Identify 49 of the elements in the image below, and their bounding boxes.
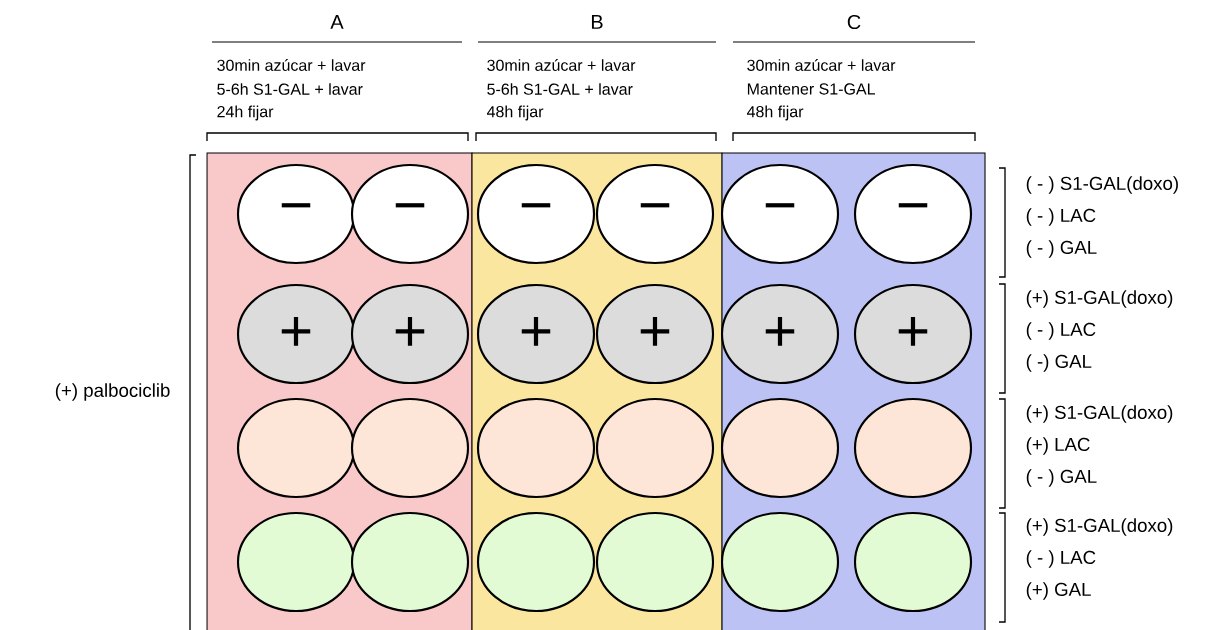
well [350, 511, 470, 613]
well [476, 511, 596, 613]
protocol-step: 30min azúcar + lavar [217, 59, 366, 71]
condition-label: ( - ) S1-GAL(doxo) [1026, 176, 1178, 194]
protocol-step: Mantener S1-GAL [747, 83, 875, 95]
condition-label: ( -) GAL [1026, 354, 1092, 372]
well: + [476, 283, 596, 385]
side-label: (+) palbociclib [55, 383, 170, 401]
well: + [595, 283, 715, 385]
column-heading: C [847, 14, 861, 30]
well [595, 511, 715, 613]
well: − [476, 163, 596, 265]
well [595, 397, 715, 499]
condition-label: ( - ) GAL [1026, 469, 1097, 487]
well: − [350, 163, 470, 265]
condition-label: ( - ) LAC [1026, 550, 1096, 568]
protocol-step: 30min azúcar + lavar [487, 59, 636, 71]
protocol-step: 48h fijar [487, 105, 544, 121]
condition-label: (+) S1-GAL(doxo) [1026, 405, 1173, 423]
well: + [236, 283, 356, 385]
well [853, 397, 973, 499]
well: − [720, 163, 840, 265]
well [853, 511, 973, 613]
well [476, 397, 596, 499]
well [236, 511, 356, 613]
well: + [720, 283, 840, 385]
condition-label: (+) GAL [1026, 582, 1091, 600]
well: − [236, 163, 356, 265]
well [720, 397, 840, 499]
protocol-step: 24h fijar [217, 105, 274, 121]
condition-label: ( - ) LAC [1026, 322, 1096, 340]
condition-label: ( - ) GAL [1026, 240, 1097, 258]
well: + [350, 283, 470, 385]
protocol-step: 48h fijar [747, 105, 804, 121]
column-heading: A [330, 15, 344, 29]
protocol-step: 30min azúcar + lavar [747, 59, 896, 71]
well: + [853, 283, 973, 385]
protocol-step: 5-6h S1-GAL + lavar [487, 83, 633, 95]
protocol-step: 5-6h S1-GAL + lavar [217, 83, 363, 95]
condition-label: (+) S1-GAL(doxo) [1026, 518, 1173, 536]
well: − [853, 163, 973, 265]
condition-label: (+) LAC [1026, 437, 1090, 455]
condition-label: (+) S1-GAL(doxo) [1026, 290, 1173, 308]
condition-label: ( - ) LAC [1026, 208, 1096, 226]
well [236, 397, 356, 499]
well: − [595, 163, 715, 265]
well [350, 397, 470, 499]
well [720, 511, 840, 613]
column-heading: B [591, 15, 603, 29]
